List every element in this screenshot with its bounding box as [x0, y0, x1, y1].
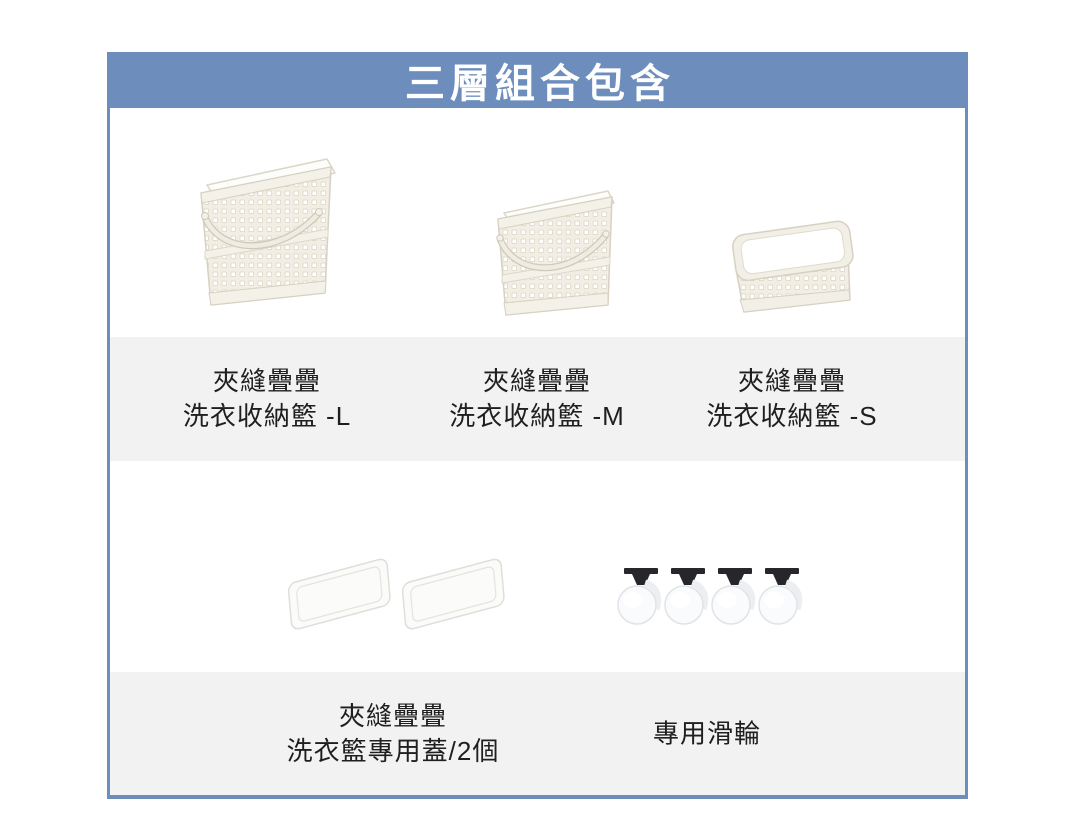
- basket-medium-label: 夾縫疊疊 洗衣收納籃 -M: [449, 364, 625, 434]
- basket-medium-label-line1: 夾縫疊疊: [482, 366, 592, 396]
- casters-label-line1: 專用滑輪: [652, 718, 762, 748]
- accessory-labels-band: 夾縫疊疊 洗衣籃專用蓋/2個 專用滑輪: [110, 672, 965, 795]
- baskets-section: [110, 108, 965, 337]
- casters-icon: [617, 568, 803, 625]
- basket-large-label-line1: 夾縫疊疊: [212, 366, 321, 396]
- panel-title: 三層組合包含: [405, 62, 675, 106]
- product-bundle-panel: 三層組合包含: [107, 52, 968, 799]
- laundry-basket-large-icon: [200, 158, 336, 306]
- basket-large-label: 夾縫疊疊 洗衣收納籃 -L: [183, 364, 351, 434]
- panel-body: 夾縫疊疊 洗衣收納籃 -L 夾縫疊疊 洗衣收納籃 -M 夾縫疊疊 洗衣收納籃 -…: [107, 108, 968, 799]
- accessories-section: [110, 461, 965, 672]
- basket-large-label-line2: 洗衣收納籃 -L: [182, 401, 352, 431]
- laundry-basket-small-icon: [732, 220, 854, 313]
- casters-label: 專用滑輪: [653, 716, 761, 751]
- basket-small-label: 夾縫疊疊 洗衣收納籃 -S: [706, 364, 877, 434]
- panel-header: 三層組合包含: [107, 52, 968, 108]
- laundry-basket-medium-icon: [496, 190, 615, 316]
- basket-labels-band: 夾縫疊疊 洗衣收納籃 -L 夾縫疊疊 洗衣收納籃 -M 夾縫疊疊 洗衣收納籃 -…: [110, 337, 965, 461]
- basket-small-label-line1: 夾縫疊疊: [737, 366, 847, 396]
- basket-lids-icon: [287, 558, 505, 630]
- lids-label-line2: 洗衣籃專用蓋/2個: [286, 735, 500, 766]
- lids-label-line1: 夾縫疊疊: [338, 700, 447, 731]
- basket-small-label-line2: 洗衣收納籃 -S: [706, 401, 878, 431]
- basket-medium-label-line2: 洗衣收納籃 -M: [449, 401, 625, 431]
- lids-label: 夾縫疊疊 洗衣籃專用蓋/2個: [287, 699, 500, 769]
